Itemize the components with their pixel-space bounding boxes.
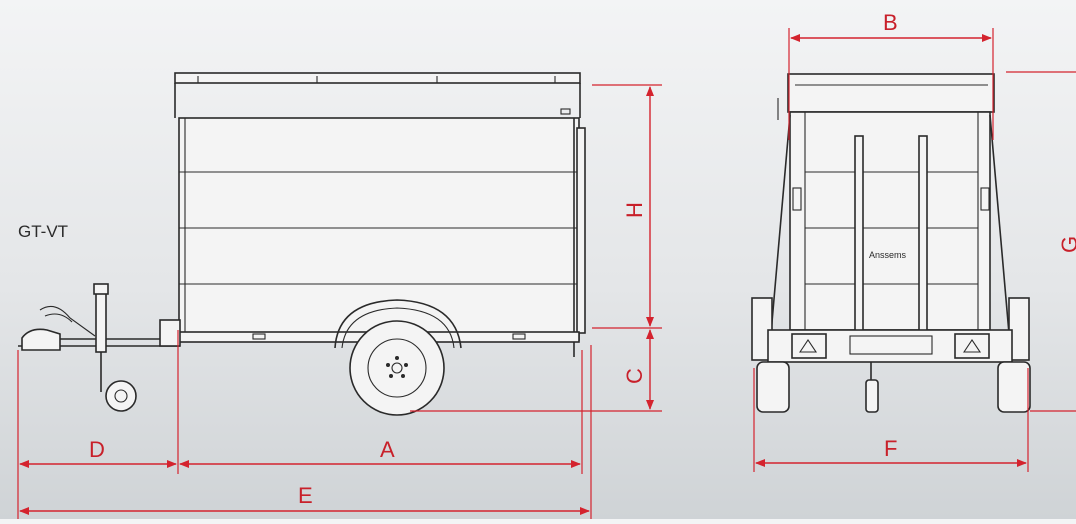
rear-view — [751, 73, 1031, 413]
dim-label-c: C — [622, 368, 647, 384]
side-view — [18, 72, 586, 416]
dim-label-f: F — [884, 436, 897, 461]
model-label: GT-VT — [18, 222, 69, 241]
dim-label-h: H — [622, 202, 647, 218]
dimension-lines — [17, 28, 1076, 519]
dim-label-d: D — [89, 437, 105, 462]
dim-label-g: G — [1057, 236, 1076, 253]
dim-label-a: A — [380, 437, 395, 462]
dim-label-b: B — [883, 10, 898, 35]
dim-label-e: E — [298, 483, 313, 508]
brand-plate: Anssems — [869, 250, 907, 260]
